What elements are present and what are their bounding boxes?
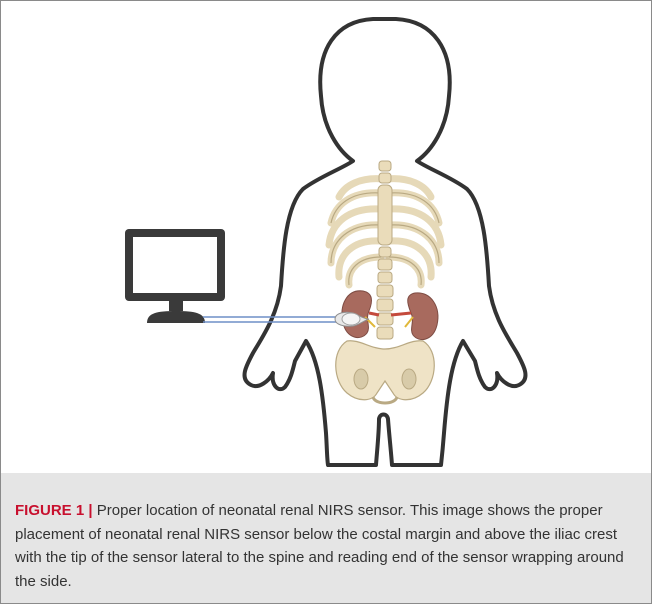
kidney-right — [408, 293, 438, 340]
pubis — [373, 397, 397, 403]
figure-label: FIGURE 1 — [15, 502, 84, 519]
pelvis — [336, 341, 435, 400]
figure-caption: FIGURE 1 | Proper location of neonatal r… — [15, 499, 639, 593]
figure-caption-text: Proper location of neonatal renal NIRS s… — [15, 502, 624, 590]
hip-joint-right — [402, 369, 416, 389]
monitor-icon — [125, 229, 225, 323]
illustration — [1, 1, 651, 473]
spine — [377, 161, 393, 339]
hip-joint-left — [354, 369, 368, 389]
figure-separator: | — [84, 502, 97, 519]
illustration-svg — [1, 1, 651, 473]
